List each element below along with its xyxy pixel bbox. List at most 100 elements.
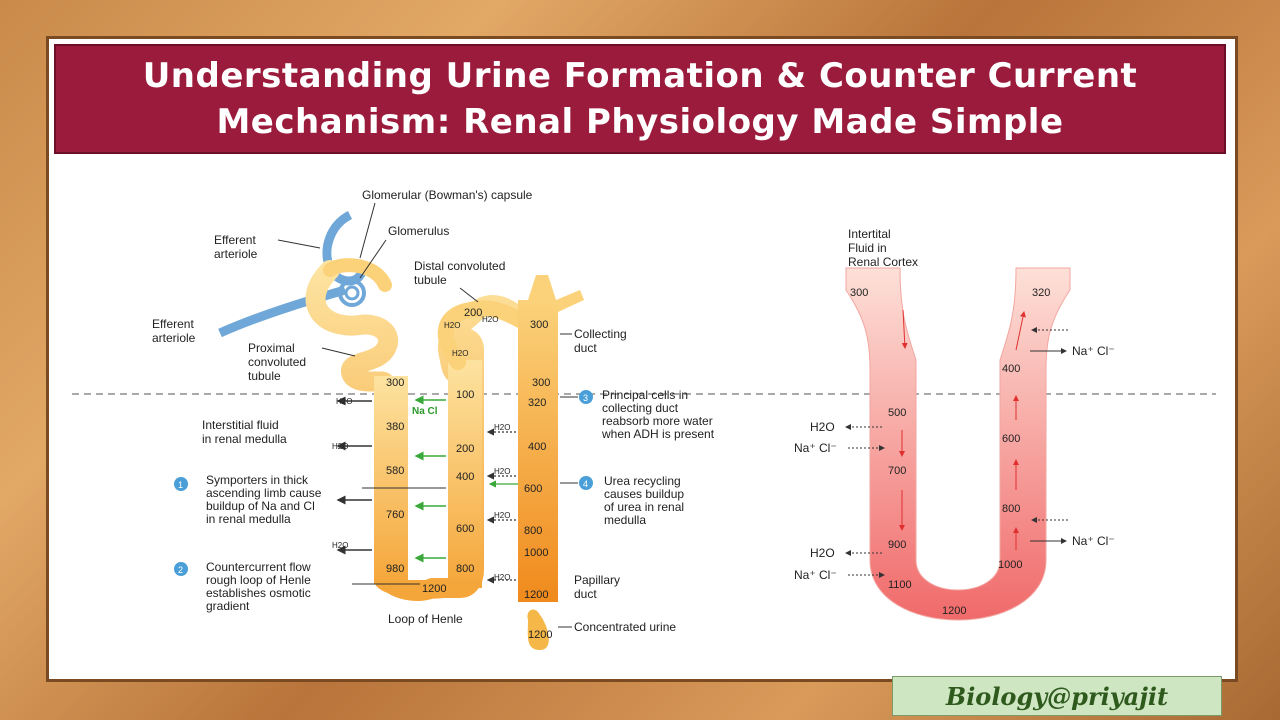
- desc-value: 980: [386, 563, 404, 575]
- label-glomerulus: Glomerulus: [388, 224, 449, 238]
- desc-value: 580: [386, 465, 404, 477]
- label-efferent-2b: arteriole: [152, 331, 196, 345]
- h2o-label: H2O: [332, 541, 348, 550]
- watermark-logo: Biology@priyajit: [892, 676, 1222, 716]
- urine-drop: [527, 609, 549, 650]
- loop-flow-arrows: [899, 309, 1026, 550]
- desc-value: 300: [386, 377, 404, 389]
- loop-nacl-label: Na⁺ Cl⁻: [794, 441, 837, 455]
- loop-asc-value: 320: [1032, 287, 1050, 299]
- loop-desc-value: 300: [850, 287, 868, 299]
- label-pct-1: Proximal: [248, 341, 295, 355]
- loop-asc-value: 400: [1002, 363, 1020, 375]
- svg-text:establishes osmotic: establishes osmotic: [206, 586, 311, 600]
- cd-value: 400: [528, 441, 546, 453]
- label-urine: Concentrated urine: [574, 620, 676, 634]
- label-efferent-2a: Efferent: [152, 317, 194, 331]
- svg-text:in renal medulla: in renal medulla: [206, 512, 291, 526]
- label-nacl: Na Cl: [412, 406, 438, 417]
- collecting-duct: [518, 300, 558, 602]
- loop-bottom-value: 1200: [422, 583, 446, 595]
- note-3: 3 Principal cells in collecting duct rea…: [560, 388, 715, 441]
- desc-value: 760: [386, 509, 404, 521]
- label-pct-3: tubule: [248, 369, 281, 383]
- label-papillary-1: Papillary: [574, 573, 620, 587]
- title-line-2: Mechanism: Renal Physiology Made Simple: [216, 102, 1064, 142]
- water-arrows: [336, 396, 516, 584]
- cd-value: 1000: [524, 547, 548, 559]
- urine-value: 1200: [528, 629, 552, 641]
- label-interstitial-2: in renal medulla: [202, 432, 287, 446]
- loop-heading-1: Intertital: [848, 227, 891, 241]
- title-banner: Understanding Urine Formation & Counter …: [54, 44, 1226, 154]
- desc-value: 380: [386, 421, 404, 433]
- label-interstitial-1: Interstitial fluid: [202, 418, 279, 432]
- loop-nacl-label: Na⁺ Cl⁻: [1072, 534, 1115, 548]
- label-dct-1: Distal convoluted: [414, 259, 505, 273]
- svg-text:Countercurrent flow: Countercurrent flow: [206, 560, 311, 574]
- h2o-label: H2O: [452, 349, 468, 358]
- cd-value: 1200: [524, 589, 548, 601]
- label-loop: Loop of Henle: [388, 612, 463, 626]
- svg-text:causes buildup: causes buildup: [604, 487, 684, 501]
- svg-text:when ADH is present: when ADH is present: [601, 427, 715, 441]
- svg-text:collecting duct: collecting duct: [602, 401, 679, 415]
- svg-text:rough loop of Henle: rough loop of Henle: [206, 573, 311, 587]
- nacl-arrows: [414, 395, 518, 563]
- ascending-limb: [448, 360, 482, 588]
- h2o-label: H2O: [494, 511, 510, 520]
- svg-text:ascending limb cause: ascending limb cause: [206, 486, 322, 500]
- distal-tubule: [437, 300, 528, 370]
- h2o-label: H2O: [332, 442, 348, 451]
- label-cd-2: duct: [574, 341, 597, 355]
- label-dct-2: tubule: [414, 273, 447, 287]
- svg-text:gradient: gradient: [206, 599, 250, 613]
- asc-value: 400: [456, 471, 474, 483]
- h2o-label: H2O: [494, 423, 510, 432]
- loop-desc-value: 700: [888, 465, 906, 477]
- h2o-label: H2O: [336, 397, 352, 406]
- label-efferent-1a: Efferent: [214, 233, 256, 247]
- svg-text:Principal cells in: Principal cells in: [602, 388, 688, 402]
- loop-h2o-label: H2O: [810, 420, 835, 434]
- loop-bottom: [374, 580, 482, 599]
- descending-limb: [374, 376, 408, 584]
- bowman-capsule: [323, 258, 392, 292]
- loop-exchange-arrows: [845, 327, 1068, 578]
- loop-bottom-value: 1200: [942, 605, 966, 617]
- cd-value: 800: [524, 525, 542, 537]
- svg-text:of urea in renal: of urea in renal: [604, 500, 684, 514]
- loop-asc-value: 600: [1002, 433, 1020, 445]
- loop-heading-3: Renal Cortex: [848, 255, 918, 269]
- loop-desc-value: 900: [888, 539, 906, 551]
- svg-text:4: 4: [583, 479, 588, 489]
- asc-value: 200: [456, 443, 474, 455]
- cd-value: 320: [528, 397, 546, 409]
- svg-text:Symporters in thick: Symporters in thick: [206, 473, 309, 487]
- svg-text:buildup of Na and Cl: buildup of Na and Cl: [206, 499, 315, 513]
- label-bowman: Glomerular (Bowman's) capsule: [362, 188, 533, 202]
- h2o-label: H2O: [494, 573, 510, 582]
- svg-text:medulla: medulla: [604, 513, 646, 527]
- label-efferent-1b: arteriole: [214, 247, 258, 261]
- note-4: 4 Urea recycling causes buildup of urea …: [560, 474, 684, 527]
- loop-asc-value: 1000: [998, 559, 1022, 571]
- loop-asc-value: 800: [1002, 503, 1020, 515]
- glomerulus-coil: [338, 279, 366, 307]
- cd-value: 300: [530, 319, 548, 331]
- asc-value: 100: [456, 389, 474, 401]
- svg-text:2: 2: [178, 565, 183, 575]
- asc-value: 800: [456, 563, 474, 575]
- svg-text:3: 3: [583, 393, 588, 403]
- svg-text:Urea recycling: Urea recycling: [604, 474, 681, 488]
- loop-of-henle-right: [845, 267, 1071, 621]
- h2o-label: H2O: [482, 315, 498, 324]
- loop-heading-2: Fluid in: [848, 241, 887, 255]
- label-pct-2: convoluted: [248, 355, 306, 369]
- h2o-label: H2O: [494, 467, 510, 476]
- svg-text:1: 1: [178, 480, 183, 490]
- h2o-label: H2O: [444, 321, 460, 330]
- cd-value: 300: [532, 377, 550, 389]
- label-papillary-2: duct: [574, 587, 597, 601]
- loop-nacl-label: Na⁺ Cl⁻: [1072, 344, 1115, 358]
